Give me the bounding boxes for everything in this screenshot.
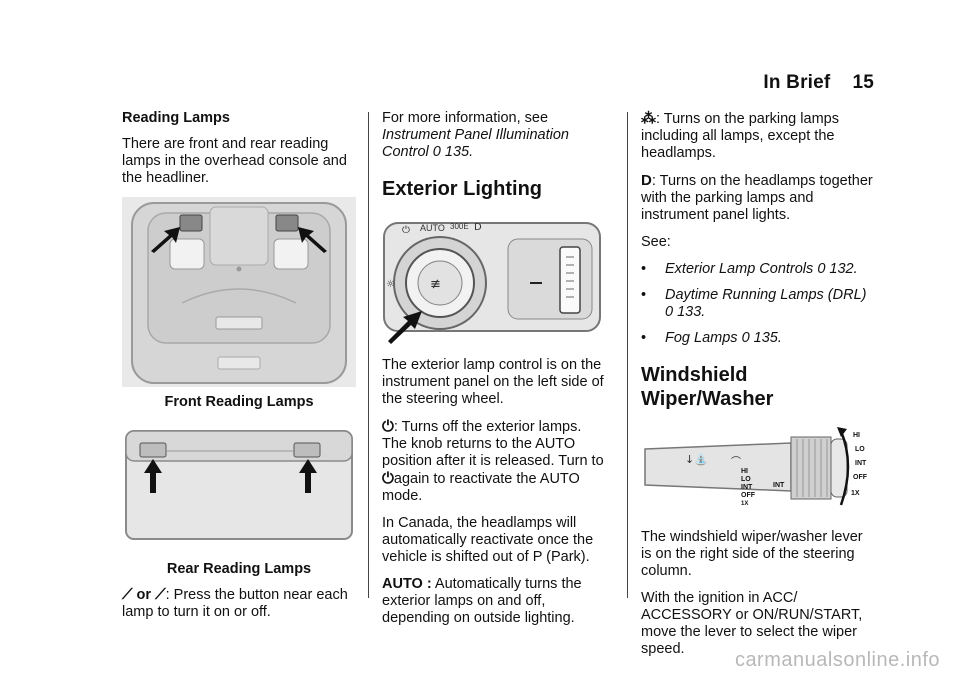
wiper-symbol: ⌒ [731, 456, 741, 468]
parking-lamps-desc: ⁂: Turns on the parking lamps including … [641, 110, 877, 162]
bullet-link[interactable]: Fog Lamps [665, 330, 738, 346]
list-item: • Daytime Running Lamps (DRL)0 133. [641, 287, 877, 321]
bullet-dot: • [641, 287, 647, 303]
page-header: In Brief 15 [763, 72, 874, 94]
reading-lamps-intro: There are front and rear reading lamps i… [122, 136, 347, 186]
headlamp-desc-text: : Turns on the headlamps together with t… [641, 173, 873, 223]
section-name: In Brief [763, 72, 831, 93]
wiper-ignition-note: With the ignition in ACC/ ACCESSORY or O… [641, 590, 863, 657]
front-reading-lamps-caption: Front Reading Lamps [164, 394, 314, 410]
lever-lo: LO [855, 446, 865, 453]
off-icon: ⏻ [382, 418, 394, 435]
bullet-ref[interactable]: 0 133. [665, 304, 706, 320]
stalk-int: INT [741, 484, 753, 491]
off-position-desc: ⏻: Turns off the exterior lamps. The kno… [382, 418, 604, 505]
lever-1x: 1X [851, 490, 860, 497]
parking-desc-text: : Turns on the parking lamps including a… [641, 111, 839, 161]
bullet-dot: • [641, 330, 647, 346]
headlamps-desc: D: Turns on the headlamps together with … [641, 172, 877, 224]
lever-off: OFF [853, 474, 868, 481]
headlamp-symbol: D [474, 222, 482, 233]
column-wiper: ⁂: Turns on the parking lamps including … [641, 110, 877, 668]
stalk-1x: 1X [741, 501, 748, 507]
column-exterior-lighting: For more information, see Instrument Pan… [382, 110, 604, 637]
bullet-dot: • [641, 261, 647, 277]
reading-lamps-heading: Reading Lamps [122, 110, 230, 126]
bullet-link[interactable]: Daytime Running Lamps (DRL) [665, 287, 867, 303]
exterior-lamp-location: The exterior lamp control is on the inst… [382, 357, 604, 407]
washer-symbol: ↓⛲ [685, 453, 708, 466]
lever-hi: HI [853, 432, 860, 439]
column-divider [627, 112, 628, 598]
auto-label: AUTO : [382, 576, 432, 592]
off-icon-inline: ⏻ [382, 470, 394, 487]
stalk-int-ring: INT [773, 482, 785, 489]
exterior-lighting-title: Exterior Lighting [382, 178, 542, 200]
front-reading-lamp-icon: ⟋ [155, 586, 166, 603]
list-item: • Fog Lamps 0 135. [641, 330, 877, 347]
stalk-lo: LO [741, 476, 751, 483]
rear-reading-lamps-caption: Rear Reading Lamps [166, 561, 312, 577]
headlamp-icon: D [641, 172, 652, 189]
wiper-washer-title: Windshield Wiper/Washer [641, 364, 774, 410]
column-reading-lamps: Reading Lamps There are front and rear r… [122, 110, 356, 631]
canada-note: In Canada, the headlamps will automatica… [382, 515, 594, 565]
bullet-ref[interactable]: 0 135. [741, 330, 782, 346]
rear-reading-lamps-figure [122, 429, 356, 545]
bullet-ref[interactable]: 0 132. [817, 261, 858, 277]
stalk-hi: HI [741, 468, 748, 475]
off-symbol: ⏻ [402, 225, 410, 236]
page-number: 15 [852, 72, 874, 93]
watermark: carmanualsonline.info [734, 649, 940, 671]
wiper-lever-location: The windshield wiper/washer lever is on … [641, 529, 863, 579]
bullet-link[interactable]: Exterior Lamp Controls [665, 261, 814, 277]
auto-mode-desc: AUTO : Automatically turns the exterior … [382, 576, 604, 627]
more-info: For more information, see Instrument Pan… [382, 110, 604, 161]
lever-int: INT [855, 460, 867, 467]
more-info-ref[interactable]: 0 135. [432, 144, 474, 160]
reading-lamp-button-desc: ⟋ or ⟋: Press the button near each lamp … [122, 586, 356, 621]
or-word: or [136, 587, 152, 603]
more-info-link[interactable]: Instrument Panel Illumination Control [382, 127, 569, 160]
rear-reading-lamp-icon: ⟋ [122, 586, 133, 603]
parking-lamp-icon: ⁂ [641, 110, 656, 127]
parking-panel-label: 300E [450, 222, 469, 231]
front-reading-lamps-figure [122, 197, 356, 387]
button-desc-text: : Press the button near each lamp to tur… [122, 587, 348, 620]
more-info-text: For more information, see [382, 110, 549, 126]
list-item: • Exterior Lamp Controls 0 132. [641, 261, 877, 278]
fog-symbol: ≢ [430, 277, 441, 292]
off-again-text: again to reactivate the AUTO mode. [382, 471, 580, 504]
wiper-lever-figure: ↓⛲ ⌒ HI LO INT OFF 1X INT HI LO INT OFF … [644, 427, 868, 507]
see-label: See: [641, 234, 671, 250]
auto-desc-text: Automatically turns the exterior lamps o… [382, 576, 582, 626]
off-desc-text: : Turns off the exterior lamps. The knob… [382, 419, 604, 469]
dimmer-symbol: ☼ [386, 279, 395, 290]
exterior-lamp-control-figure: ≢ ⏻ AUTO 300E D ☼ [383, 222, 601, 344]
stalk-off: OFF [741, 492, 756, 499]
auto-panel-label: AUTO [420, 223, 445, 233]
column-divider [368, 112, 369, 598]
